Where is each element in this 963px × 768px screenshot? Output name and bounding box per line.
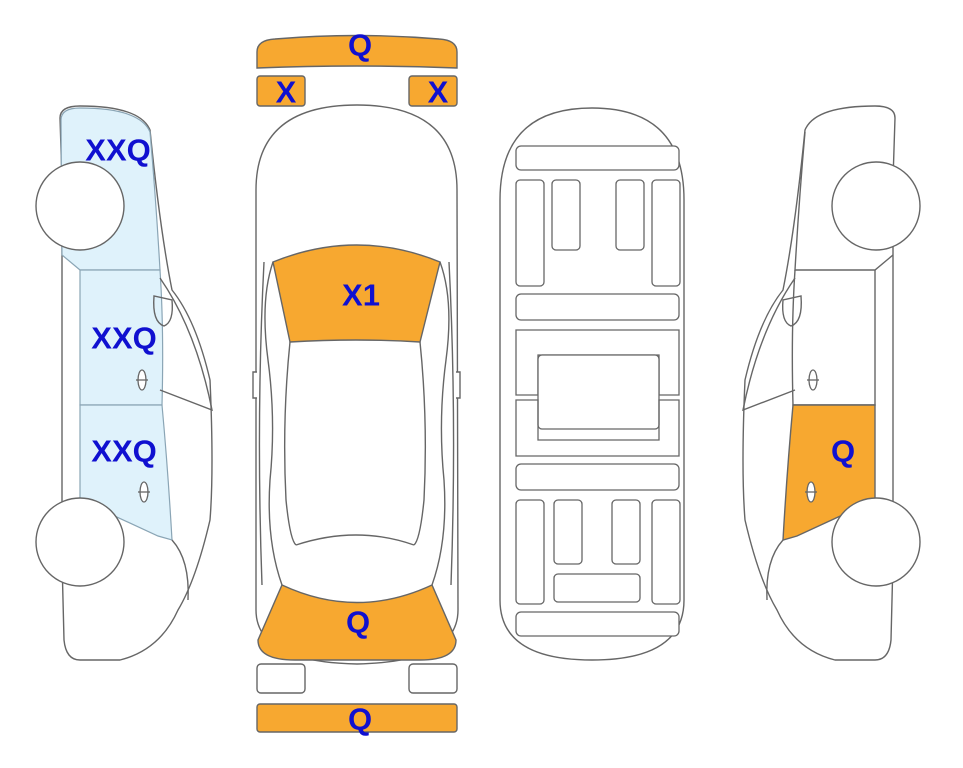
left-window-line xyxy=(159,277,213,412)
mirror-left xyxy=(252,371,257,399)
right-door-handles xyxy=(805,369,819,503)
left-windshield-label: XXQ xyxy=(85,133,150,168)
trunk-panel[interactable] xyxy=(257,584,457,661)
top-side-line-right xyxy=(448,261,455,586)
rear-bumper-panel[interactable] xyxy=(256,703,458,733)
left-door-handles xyxy=(136,369,150,503)
taillight-left-panel xyxy=(256,663,306,694)
top-a-pillar-right xyxy=(431,261,450,586)
left-front-door-label: XXQ xyxy=(91,321,156,356)
top-rear-window xyxy=(295,534,415,546)
rear-bumper-label: Q xyxy=(348,702,372,737)
hood-label: X1 xyxy=(342,278,380,313)
underbody-panels xyxy=(515,145,681,637)
left-front-wheel xyxy=(35,161,125,251)
taillight-right-panel xyxy=(408,663,458,694)
headlight-right-label: X xyxy=(428,75,449,110)
left-rear-pillar xyxy=(171,539,189,601)
mirror-right xyxy=(456,371,461,399)
top-roof-left xyxy=(283,341,297,546)
headlight-left-label: X xyxy=(276,75,297,110)
right-front-wheel xyxy=(831,161,921,251)
right-window-line xyxy=(742,277,796,412)
right-front-pillar xyxy=(794,131,894,271)
front-bumper-label: Q xyxy=(348,28,372,63)
left-mirror xyxy=(153,295,174,327)
top-side-line-left xyxy=(258,261,265,586)
top-a-pillar-left xyxy=(264,261,283,586)
right-rear-wheel xyxy=(831,497,921,587)
headlight-right-panel[interactable] xyxy=(408,75,458,107)
top-roof-right xyxy=(413,341,427,546)
left-rear-door-label: XXQ xyxy=(91,434,156,469)
right-mirror xyxy=(781,295,802,327)
front-bumper-panel[interactable] xyxy=(256,34,458,69)
trunk-label: Q xyxy=(346,605,370,640)
right-rear-door-label: Q xyxy=(831,434,855,469)
left-rear-wheel xyxy=(35,497,125,587)
headlight-left-panel[interactable] xyxy=(256,75,306,107)
right-rear-pillar xyxy=(766,539,784,601)
